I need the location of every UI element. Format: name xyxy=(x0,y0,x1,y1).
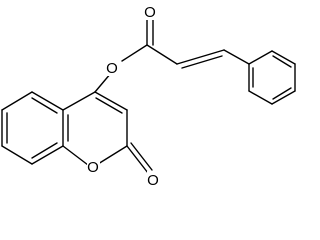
bond-benzo-4 xyxy=(1,145,33,165)
bond-ring-o-c8a xyxy=(62,145,89,166)
bond-phenyl-5 xyxy=(248,90,273,105)
bond-benzo-2 xyxy=(1,91,33,111)
bond-c2-ring-o xyxy=(97,145,128,165)
bond-carbonyl-ester-o xyxy=(121,44,148,62)
bond-phenyl-1 xyxy=(248,50,273,65)
bond-c4-c4a xyxy=(62,91,96,111)
atom-label-ester-o: O xyxy=(106,60,118,77)
atom-lactone-oxygen: O xyxy=(147,171,160,189)
bonds xyxy=(1,19,296,174)
bond-phenyl-2 xyxy=(271,50,296,65)
bond-phenyl-vinyl xyxy=(223,49,250,65)
bond-phenyl-4 xyxy=(271,90,296,105)
bond-ester-o-c4 xyxy=(94,72,112,93)
atom-labels: O O O O xyxy=(87,3,160,189)
bond-phenyl-inner-2 xyxy=(272,87,292,100)
bond-vinyl-carbonyl xyxy=(146,44,178,65)
chemical-structure-diagram: O O O O xyxy=(1,3,296,189)
atom-carbonyl-oxygen: O xyxy=(144,3,157,21)
atom-label-lactone-o: O xyxy=(147,172,159,189)
bond-c2-lactone-o-a xyxy=(126,145,149,174)
atom-label-ring-o: O xyxy=(87,159,99,176)
bond-phenyl-inner-1 xyxy=(272,55,292,68)
bond-benzo-1 xyxy=(31,91,64,111)
bond-vinyl-double-b xyxy=(181,55,223,69)
atom-ester-oxygen: O xyxy=(106,59,119,77)
atom-label-carbonyl-o: O xyxy=(144,4,156,21)
bond-benzo-inner-3 xyxy=(31,142,58,159)
bond-c4-c3-b xyxy=(95,97,123,114)
atom-ring-oxygen: O xyxy=(87,158,100,176)
bond-c4-c3-a xyxy=(94,91,128,111)
bond-benzo-5 xyxy=(31,145,64,165)
bond-vinyl-double-a xyxy=(176,49,225,65)
bond-c2-lactone-o-b xyxy=(130,142,153,171)
bond-benzo-inner-1 xyxy=(31,97,58,114)
